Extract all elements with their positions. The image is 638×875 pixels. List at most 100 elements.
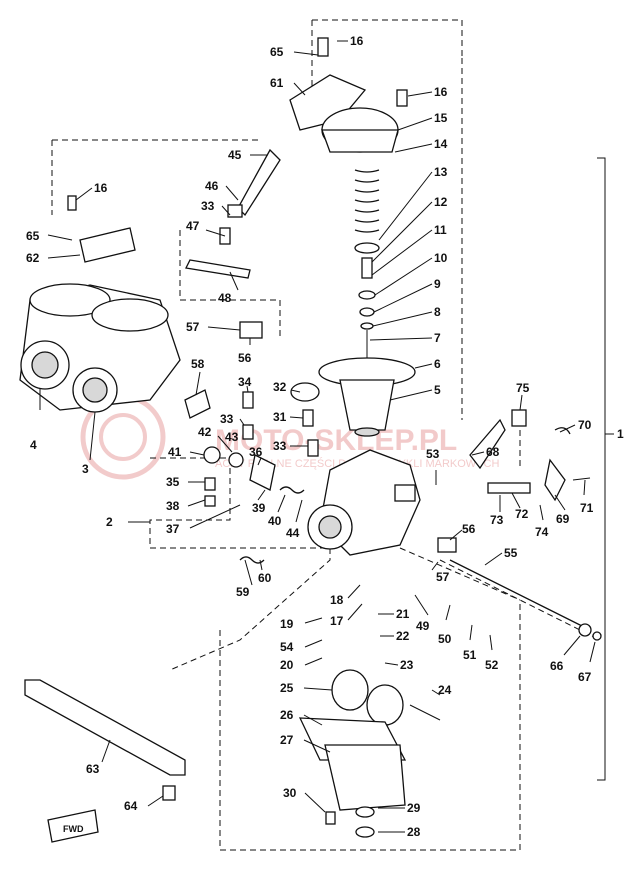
callout-7: 7 (434, 331, 441, 345)
callout-37: 37 (166, 522, 180, 536)
callout-70: 70 (578, 418, 592, 432)
callout-65: 65 (270, 45, 284, 59)
callout-13: 13 (434, 165, 448, 179)
callout-33: 33 (273, 439, 287, 453)
callout-55: 55 (504, 546, 518, 560)
callout-46: 46 (205, 179, 219, 193)
callout-41: 41 (168, 445, 182, 459)
callout-21: 21 (396, 607, 410, 621)
callout-61: 61 (270, 76, 284, 90)
callout-30: 30 (283, 786, 297, 800)
callout-75: 75 (516, 381, 530, 395)
callout-58: 58 (191, 357, 205, 371)
callout-8: 8 (434, 305, 441, 319)
callout-16: 16 (350, 34, 364, 48)
throttle-shaft (437, 537, 602, 641)
fwd-arrow-icon: FWD (47, 809, 99, 843)
callout-53: 53 (426, 447, 440, 461)
watermark: MOTO-SKLEP.PL ACHT REALNE CZĘŚCI DO MOTO… (80, 394, 499, 480)
callout-44: 44 (286, 526, 300, 540)
callout-1: 1 (617, 427, 624, 441)
callout-32: 32 (273, 380, 287, 394)
callout-74: 74 (535, 525, 549, 539)
callout-36: 36 (249, 445, 263, 459)
float-bowl (298, 669, 441, 838)
callout-73: 73 (490, 513, 504, 527)
callout-26: 26 (280, 708, 294, 722)
callout-29: 29 (407, 801, 421, 815)
callout-25: 25 (280, 681, 294, 695)
callout-17: 17 (330, 614, 344, 628)
callout-52: 52 (485, 658, 499, 672)
callout-12: 12 (434, 195, 448, 209)
callout-45: 45 (228, 148, 242, 162)
callout-56: 56 (462, 522, 476, 536)
callout-72: 72 (515, 507, 529, 521)
callout-19: 19 (280, 617, 294, 631)
callout-15: 15 (434, 111, 448, 125)
callout-66: 66 (550, 659, 564, 673)
callout-31: 31 (273, 410, 287, 424)
assembly-bracket (597, 157, 606, 781)
callout-50: 50 (438, 632, 452, 646)
callout-10: 10 (434, 251, 448, 265)
callout-14: 14 (434, 137, 448, 151)
callout-18: 18 (330, 593, 344, 607)
callout-20: 20 (280, 658, 294, 672)
callout-34: 34 (238, 375, 252, 389)
callout-64: 64 (124, 799, 138, 813)
callout-60: 60 (258, 571, 272, 585)
callout-67: 67 (578, 670, 592, 684)
callout-33: 33 (220, 412, 234, 426)
fwd-label: FWD (63, 824, 84, 834)
callout-39: 39 (252, 501, 266, 515)
callout-56: 56 (238, 351, 252, 365)
callout-9: 9 (434, 277, 441, 291)
callout-33: 33 (201, 199, 215, 213)
dashed-group-lines (51, 19, 601, 851)
callout-16: 16 (94, 181, 108, 195)
callout-6: 6 (434, 357, 441, 371)
callout-24: 24 (438, 683, 452, 697)
callout-16: 16 (434, 85, 448, 99)
callout-4: 4 (30, 438, 37, 452)
callout-5: 5 (434, 383, 441, 397)
callout-69: 69 (556, 512, 570, 526)
choke-linkage (184, 148, 320, 564)
callout-38: 38 (166, 499, 180, 513)
callout-11: 11 (434, 223, 447, 237)
carburetor-pair-left (19, 195, 181, 413)
callout-42: 42 (198, 425, 212, 439)
linkage-bracket (469, 409, 591, 502)
callout-63: 63 (86, 762, 100, 776)
callout-49: 49 (416, 619, 430, 633)
callout-54: 54 (280, 640, 294, 654)
callout-57: 57 (186, 320, 200, 334)
callout-3: 3 (82, 462, 89, 476)
callout-43: 43 (225, 430, 239, 444)
callout-62: 62 (26, 251, 40, 265)
callout-2: 2 (106, 515, 113, 529)
callout-27: 27 (280, 733, 294, 747)
callout-23: 23 (400, 658, 414, 672)
callout-51: 51 (463, 648, 477, 662)
diaphragm-piston (318, 357, 416, 437)
callout-35: 35 (166, 475, 180, 489)
callout-68: 68 (486, 445, 500, 459)
top-cover-assembly (289, 37, 408, 153)
callout-22: 22 (396, 629, 410, 643)
callout-59: 59 (236, 585, 250, 599)
callout-57: 57 (436, 570, 450, 584)
callout-47: 47 (186, 219, 200, 233)
mounting-bracket (24, 679, 186, 801)
callout-65: 65 (26, 229, 40, 243)
callouts: 16 65 61 16 15 14 13 12 11 10 9 8 7 6 5 … (26, 34, 624, 839)
callout-71: 71 (580, 501, 594, 515)
spring (354, 169, 380, 358)
watermark-brand: MOTO-SKLEP.PL (215, 424, 457, 457)
callout-28: 28 (407, 825, 421, 839)
callout-40: 40 (268, 514, 282, 528)
callout-48: 48 (218, 291, 232, 305)
carburetor-body (307, 449, 421, 556)
